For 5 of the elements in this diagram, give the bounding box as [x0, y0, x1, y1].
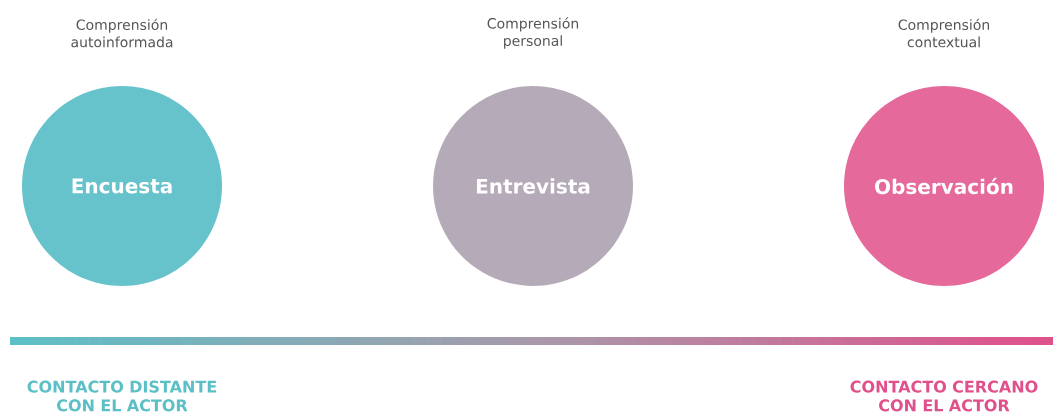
heading-text: Comprensión contextual	[898, 18, 990, 48]
scale-label: CONTACTO CERCANO CON EL ACTOR	[850, 380, 1038, 412]
heading-text: Comprensión autoinformada	[71, 18, 173, 48]
scale-label: CONTACTO DISTANTE CON EL ACTOR	[27, 380, 217, 412]
heading-text: Comprensión personal	[487, 17, 579, 49]
